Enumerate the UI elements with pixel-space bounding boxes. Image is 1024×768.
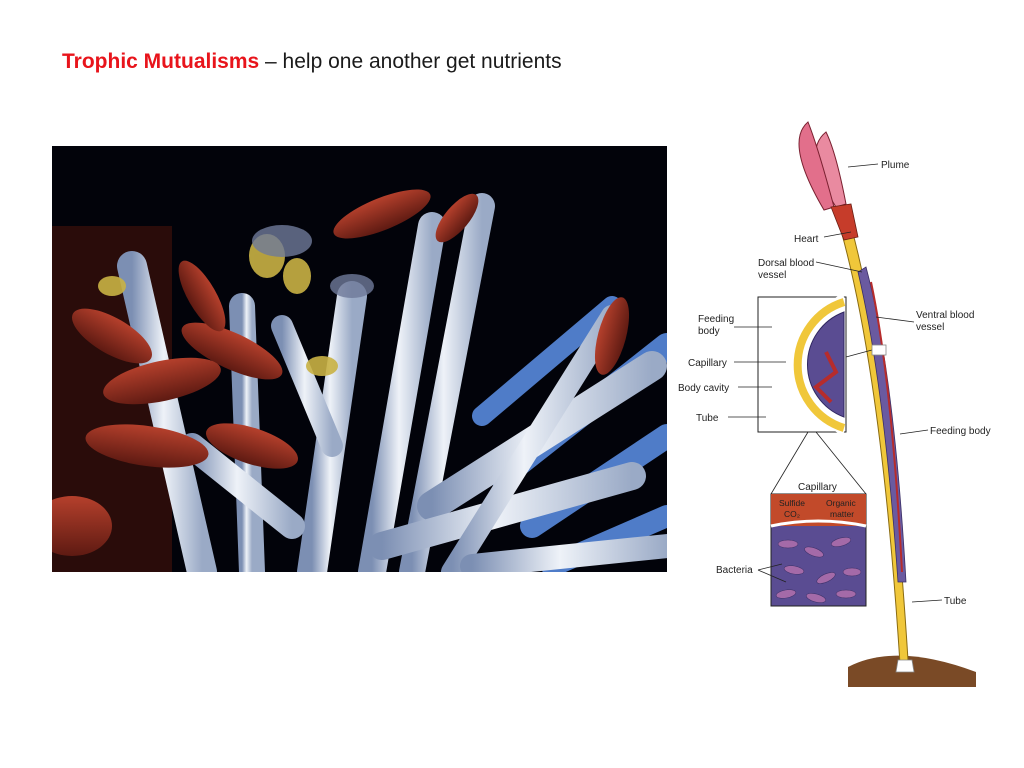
label-capillary-inset: Capillary xyxy=(798,482,837,493)
label-capillary: Capillary xyxy=(688,358,727,369)
label-sulfide: Sulfide xyxy=(779,498,805,508)
label-dorsal-2: vessel xyxy=(758,270,786,281)
bacteria-inset xyxy=(757,431,867,607)
tube-worm-photo xyxy=(52,146,667,572)
label-feeding-body-right: Feeding body xyxy=(930,426,991,437)
anatomy-svg: Plume Heart Dorsal blood vessel Ventral … xyxy=(678,121,991,687)
label-feeding-2: body xyxy=(698,326,720,337)
slide-title: Trophic Mutualisms – help one another ge… xyxy=(62,50,562,74)
title-highlight: Trophic Mutualisms xyxy=(62,50,260,73)
cross-section-inset xyxy=(728,294,887,435)
label-tube-left: Tube xyxy=(696,413,719,424)
label-feeding-1: Feeding xyxy=(698,314,734,325)
label-organic-1: Organic xyxy=(826,498,857,508)
label-bacteria: Bacteria xyxy=(716,565,753,576)
label-tube-bottom: Tube xyxy=(944,596,967,607)
label-organic-2: matter xyxy=(830,509,854,519)
diagram-plume xyxy=(798,121,859,241)
label-dorsal-1: Dorsal blood xyxy=(758,258,814,269)
label-body-cavity: Body cavity xyxy=(678,383,729,394)
title-rest: – help one another get nutrients xyxy=(259,50,562,73)
tube-worm-illustration xyxy=(52,146,667,572)
label-ventral-2: vessel xyxy=(916,322,944,333)
label-ventral-1: Ventral blood xyxy=(916,310,974,321)
label-co2: CO₂ xyxy=(784,509,800,519)
label-plume: Plume xyxy=(881,160,910,171)
tube-worm-anatomy-diagram: Plume Heart Dorsal blood vessel Ventral … xyxy=(676,112,1016,692)
label-heart: Heart xyxy=(794,234,819,245)
